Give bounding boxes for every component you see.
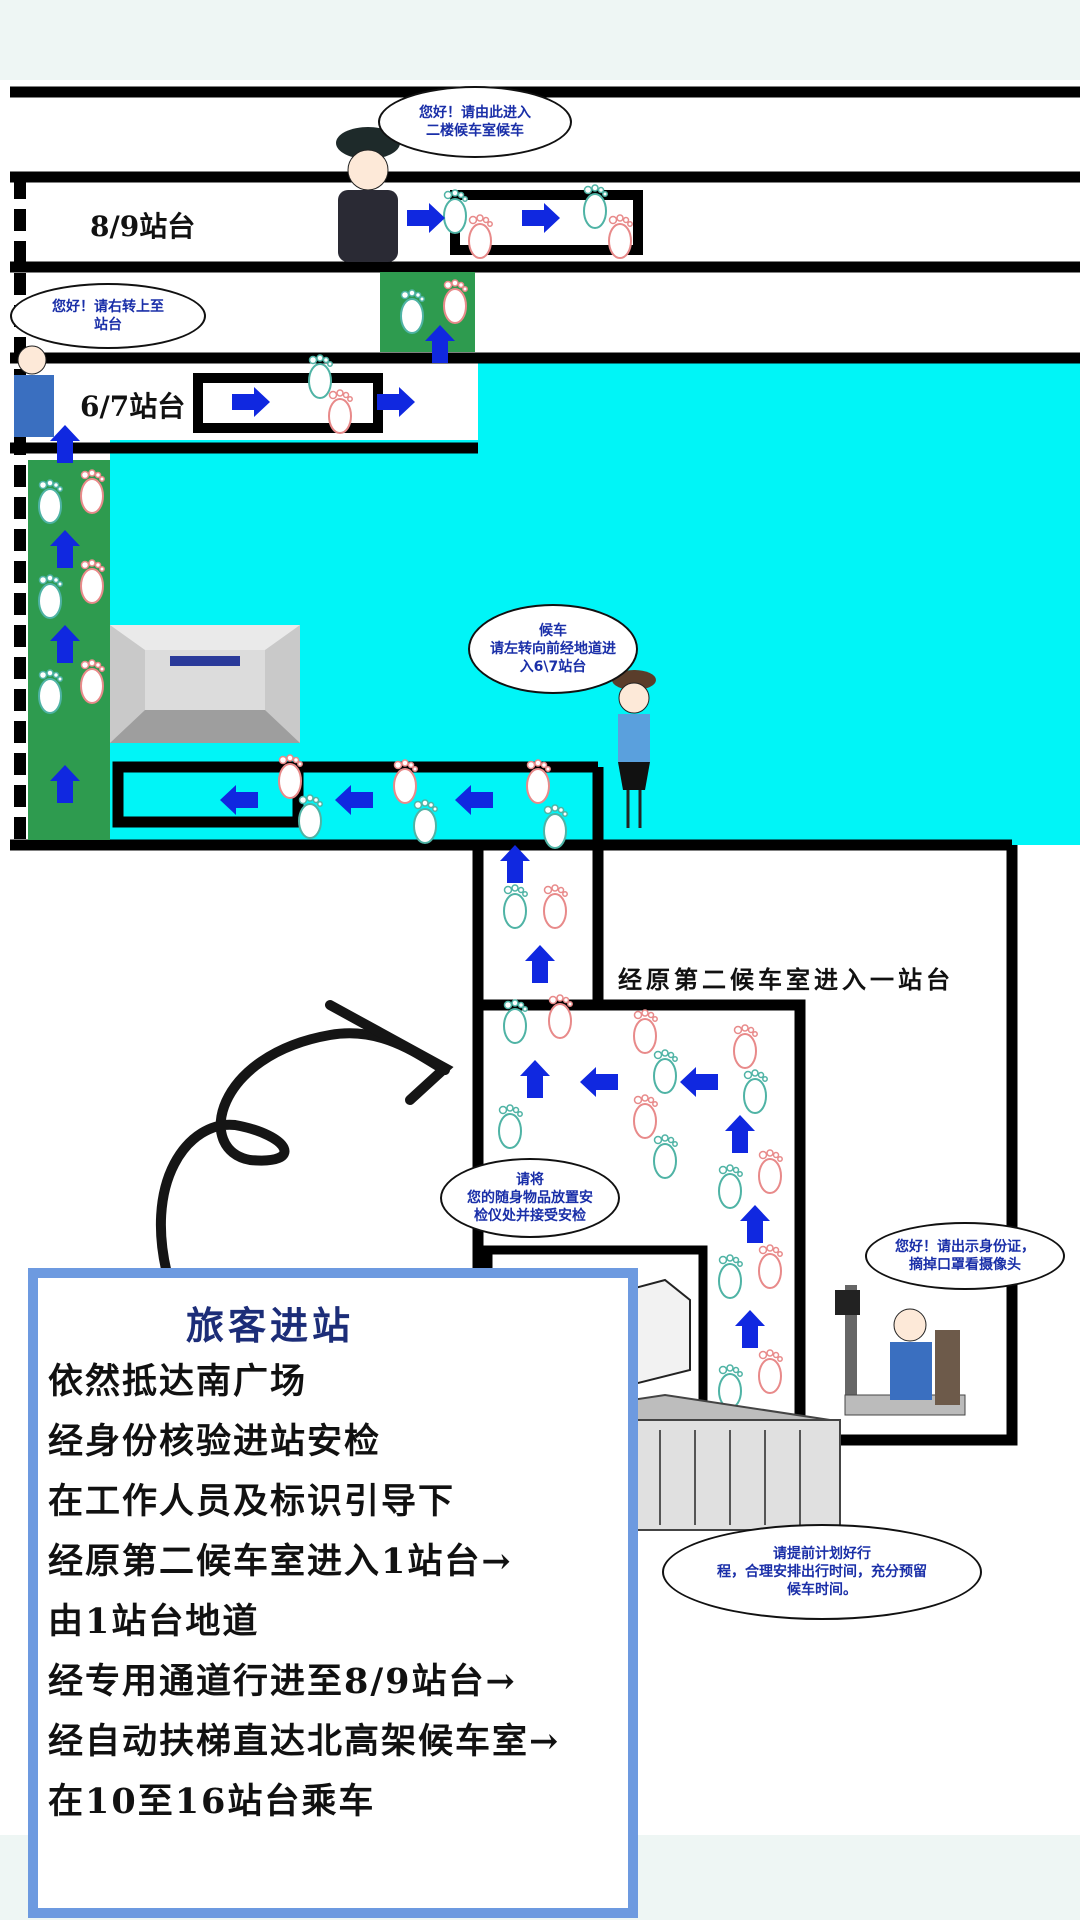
staff-woman-figure [612, 670, 656, 828]
bubble-security: 请将 您的随身物品放置安 检仪处并接受安检 [440, 1158, 620, 1238]
platform-6-7-label: 6/7站台 [80, 390, 186, 423]
steps-list: 依然抵达南广场 经身份核验进站安检 在工作人员及标识引导下 经原第二候车室进入1… [48, 1352, 668, 1832]
tunnel-image [110, 625, 300, 743]
step-item: 由1站台地道 [48, 1601, 260, 1642]
info-panel [28, 1268, 638, 1918]
step-item: 依然抵达南广场 [48, 1361, 308, 1402]
step-item: 经身份核验进站安检 [48, 1421, 382, 1462]
step-item: 在10至16站台乘车 [48, 1781, 376, 1822]
officer-figure [336, 127, 400, 262]
step-item: 经专用通道行进至8/9站台→ [48, 1661, 517, 1702]
bubble-id-check: 您好！请出示身份证， 摘掉口罩看摄像头 [865, 1222, 1065, 1290]
curved-arrow [156, 1028, 450, 1290]
platform-8-9-label: 8/9站台 [90, 210, 196, 243]
panel-title: 旅客进站 [185, 1303, 354, 1348]
bubble-upper-floor: 您好！请由此进入 二楼候车室候车 [378, 86, 572, 158]
bubble-plan-ahead: 请提前计划好行 程，合理安排出行时间，充分预留 候车时间。 [662, 1524, 982, 1620]
top-band [0, 0, 1080, 80]
step-item: 在工作人员及标识引导下 [48, 1481, 456, 1522]
step-item: 经原第二候车室进入1站台→ [48, 1541, 513, 1582]
bubble-turn-right: 您好！请右转上至 站台 [10, 283, 206, 349]
route-label: 经原第二候车室进入一站台 [618, 965, 954, 994]
staff-figure-left [14, 345, 54, 437]
step-item: 经自动扶梯直达北高架候车室→ [48, 1721, 561, 1762]
bubble-tunnel: 候车 请左转向前经地道进 入6\7站台 [468, 604, 638, 694]
id-check-staff-figure [890, 1308, 960, 1405]
